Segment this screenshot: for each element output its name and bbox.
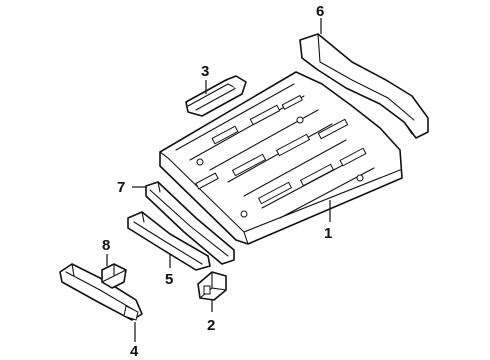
- part-5-floor-rail[interactable]: [127, 211, 211, 271]
- callout-6: 6: [316, 3, 324, 20]
- callout-3: 3: [201, 63, 209, 80]
- part-1-floor-pan[interactable]: [159, 71, 403, 245]
- callout-1: 1: [324, 225, 332, 242]
- callout-2: 2: [207, 317, 215, 334]
- part-6-rear-rail[interactable]: [299, 33, 429, 139]
- part-2-bracket[interactable]: [197, 271, 227, 301]
- callout-5: 5: [165, 271, 173, 288]
- leader-lines: [106, 18, 331, 342]
- callout-8: 8: [102, 237, 110, 254]
- part-4-side-rail[interactable]: [59, 263, 143, 321]
- part-8-clip[interactable]: [101, 263, 127, 289]
- callout-7: 7: [117, 179, 125, 196]
- part-7-crossmember[interactable]: [145, 181, 235, 265]
- callout-4: 4: [130, 343, 139, 360]
- part-3-bracket[interactable]: [185, 75, 247, 117]
